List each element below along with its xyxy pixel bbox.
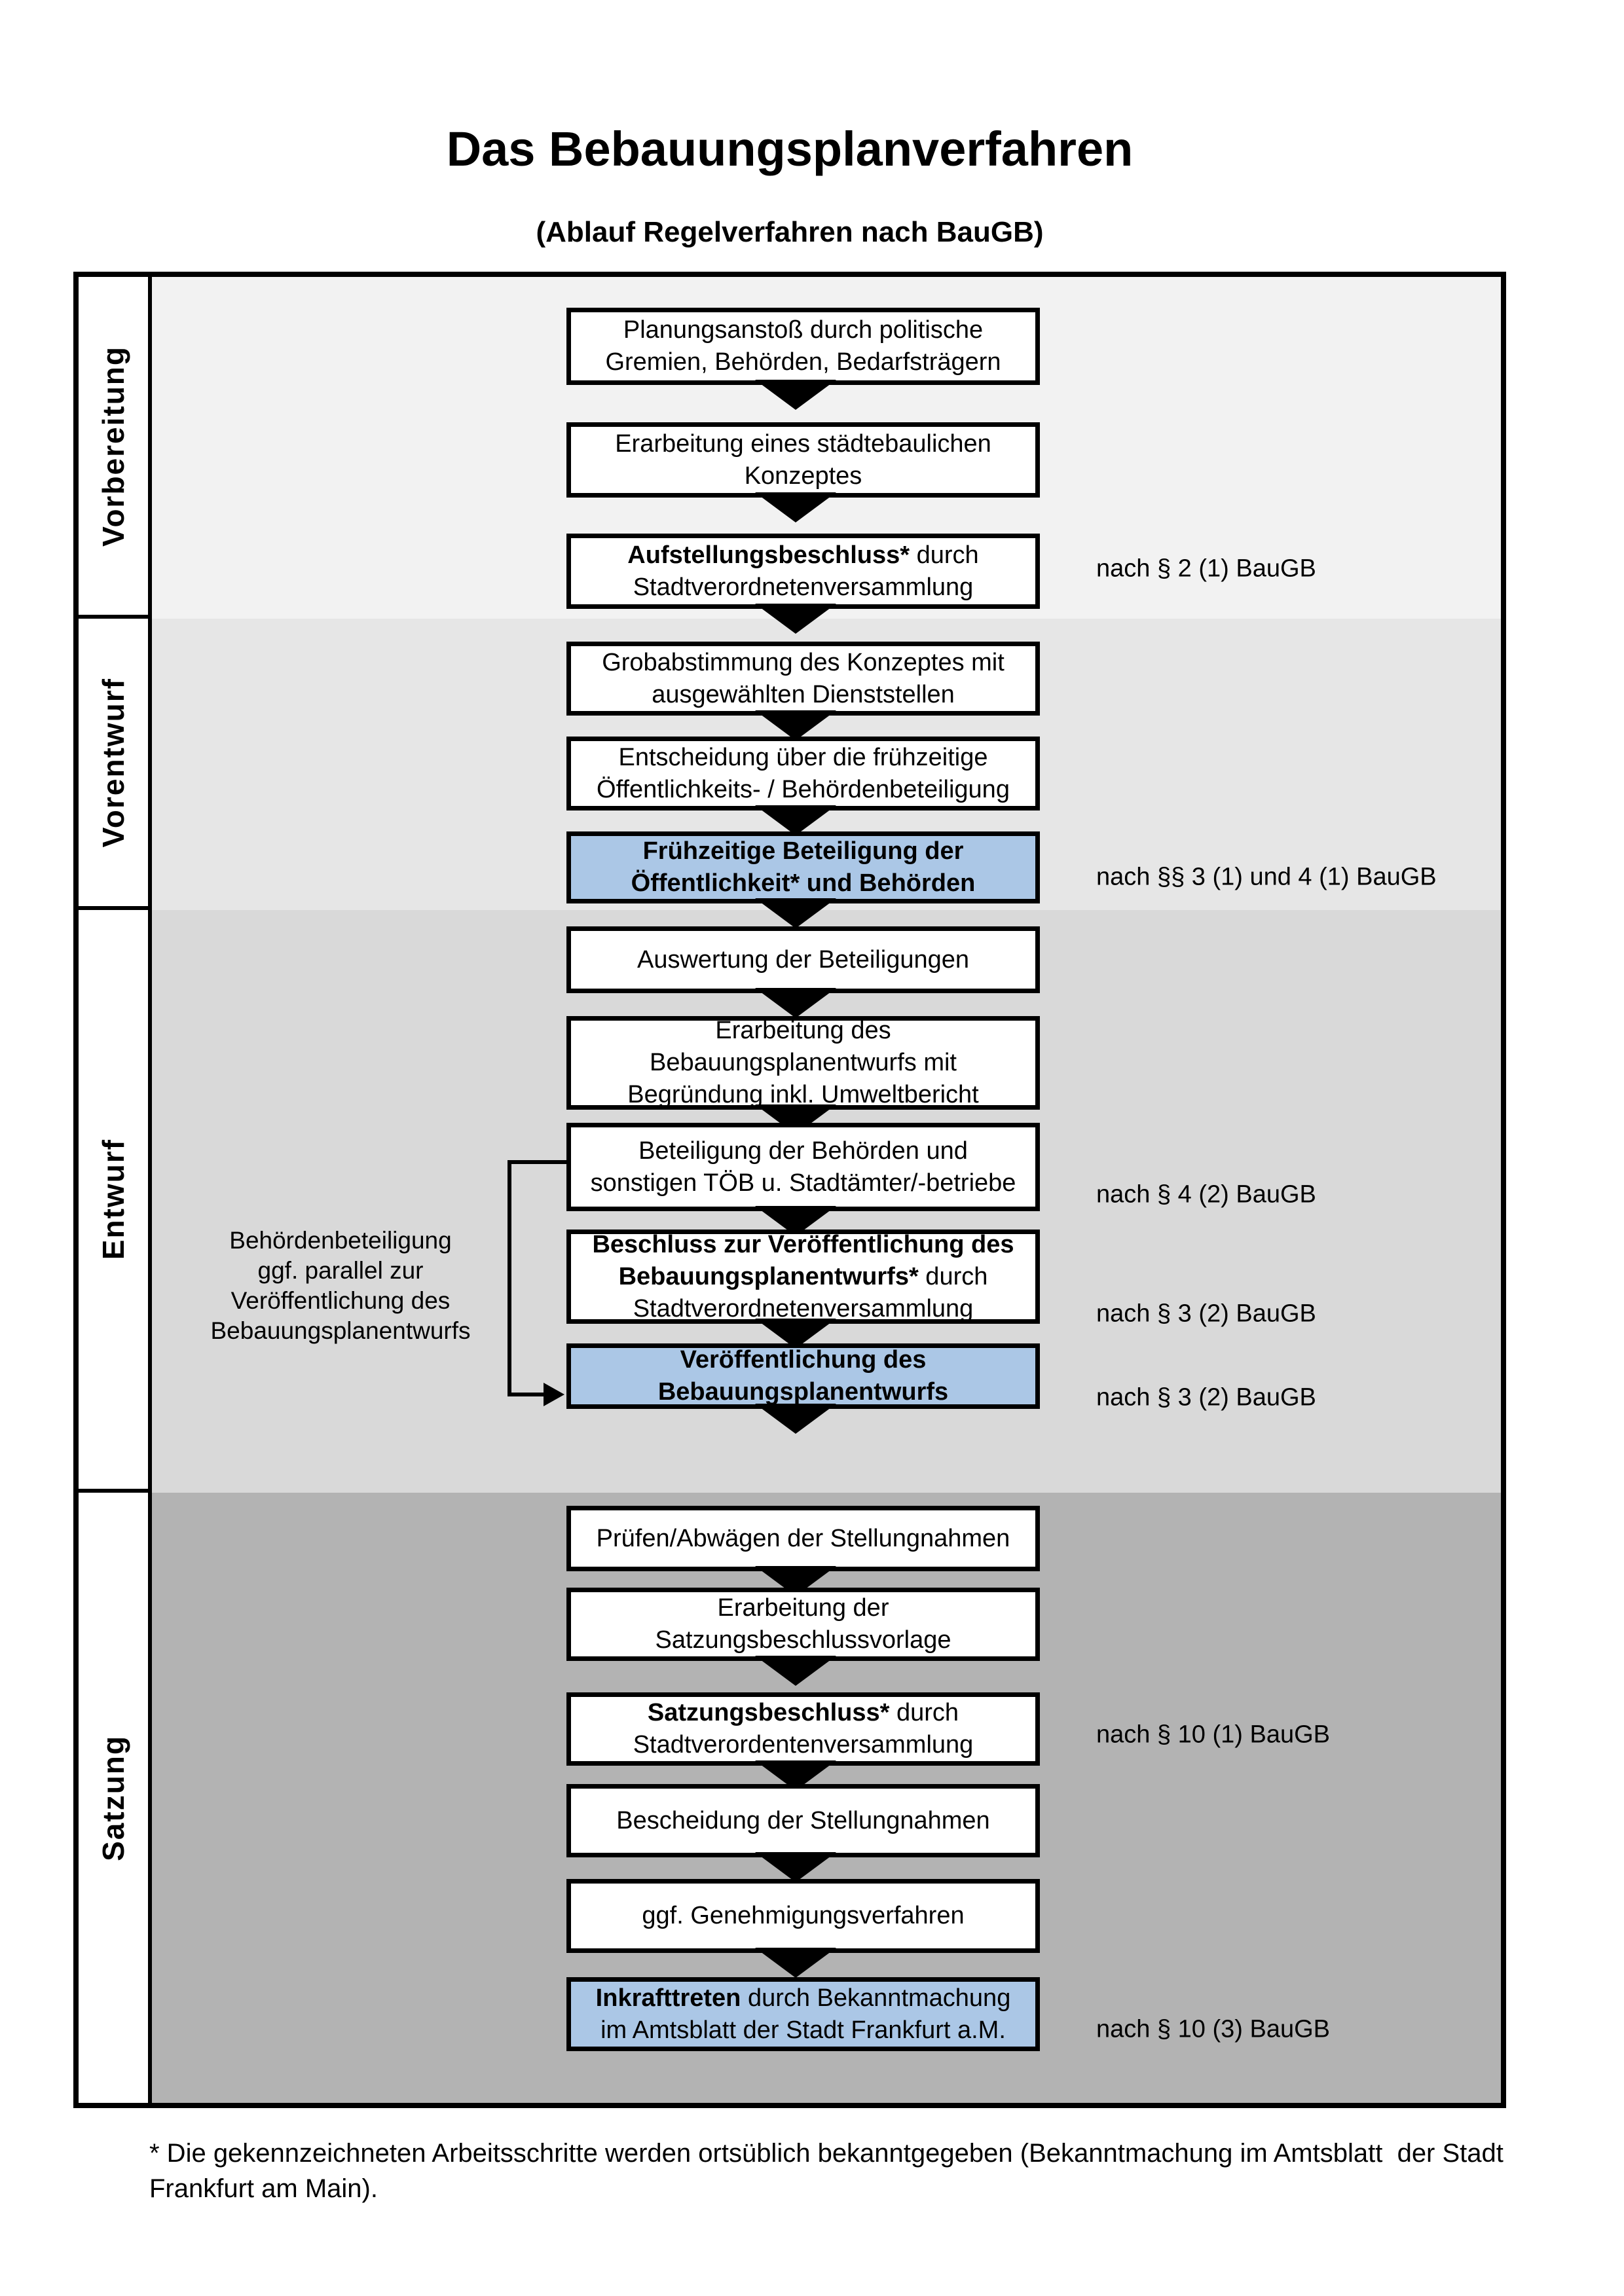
step-beschluss-veroeffentlichung: Beschluss zur Veröffentlichung des Bebau… (566, 1230, 1040, 1324)
step-text: Beteiligung der Behörden und sonstigen T… (590, 1137, 1016, 1197)
step-fruehzeitige-beteiligung: Frühzeitige Beteiligung der Öffentlichke… (566, 831, 1040, 903)
flowchart-frame: Vorbereitung Vorentwurf Entwurf Satzung (73, 272, 1506, 2108)
arrow-right-icon (544, 1383, 564, 1406)
step-text-bold: Inkrafttreten (595, 1984, 741, 2012)
legal-ref-beschluss-veroeffentlichung: nach § 3 (2) BauGB (1096, 1300, 1316, 1328)
parallel-connector-top-line (507, 1160, 566, 1164)
step-text: Entscheidung über die frühzeitige Öffent… (597, 743, 1010, 803)
step-erarbeitung-bebauungsplanentwurf: Erarbeitung des Bebauungsplanentwurfs mi… (566, 1016, 1040, 1110)
step-auswertung-beteiligungen: Auswertung der Beteiligungen (566, 926, 1040, 993)
step-bescheidung-stellungnahmen: Bescheidung der Stellungnahmen (566, 1784, 1040, 1857)
step-text-bold: Aufstellungsbeschluss* (627, 541, 910, 569)
step-text-bold: Satzungsbeschluss* (647, 1699, 890, 1726)
step-text: Prüfen/Abwägen der Stellungnahmen (596, 1524, 1010, 1552)
step-beteiligung-behoerden-toeb: Beteiligung der Behörden und sonstigen T… (566, 1123, 1040, 1211)
step-text: durch Bekanntmachung im Amtsblatt der St… (600, 1984, 1011, 2044)
step-text: Erarbeitung der Satzungsbeschlussvorlage (655, 1594, 951, 1654)
phase-label-column: Vorbereitung Vorentwurf Entwurf Satzung (79, 277, 152, 2103)
parallel-connector-vertical-line (507, 1160, 511, 1396)
arrow-down-icon (755, 604, 836, 634)
step-text-bold: Frühzeitige Beteiligung der Öffentlichke… (631, 837, 976, 897)
phase-label-satzung: Satzung (79, 1493, 148, 2103)
legal-ref-veroeffentlichung: nach § 3 (2) BauGB (1096, 1383, 1316, 1412)
arrow-down-icon (755, 988, 836, 1018)
arrow-down-icon (755, 1656, 836, 1686)
step-text-bold: Veröffentlichung des Bebauungsplanentwur… (657, 1346, 949, 1406)
legal-ref-satzungsbeschluss: nach § 10 (1) BauGB (1096, 1721, 1330, 1749)
step-text: ggf. Genehmigungsverfahren (642, 1902, 965, 1929)
step-text: Erarbeitung des Bebauungsplanentwurfs mi… (627, 1017, 979, 1108)
step-entscheidung-fruehzeitige-beteiligung: Entscheidung über die frühzeitige Öffent… (566, 737, 1040, 811)
step-text: durch Stadtverordnetenversammlung (633, 1262, 988, 1322)
parallel-annotation: Behördenbeteiligung ggf. parallel zur Ve… (210, 1227, 471, 1344)
arrow-down-icon (755, 1852, 836, 1882)
step-genehmigungsverfahren: ggf. Genehmigungsverfahren (566, 1879, 1040, 1953)
step-veroeffentlichung-bebauungsplanentwurf: Veröffentlichung des Bebauungsplanentwur… (566, 1343, 1040, 1409)
step-aufstellungsbeschluss: Aufstellungsbeschluss* durch Stadtverord… (566, 534, 1040, 609)
step-text: durch Stadtverordnetenversammlung (633, 541, 979, 601)
arrow-down-icon (755, 710, 836, 740)
legal-ref-inkrafttreten: nach § 10 (3) BauGB (1096, 2015, 1330, 2043)
step-inkrafttreten: Inkrafttreten durch Bekanntmachung im Am… (566, 1977, 1040, 2051)
phase-label-entwurf: Entwurf (79, 910, 148, 1493)
legal-ref-aufstellungsbeschluss: nach § 2 (1) BauGB (1096, 555, 1316, 583)
arrow-down-icon (755, 805, 836, 835)
step-grobabstimmung: Grobabstimmung des Konzeptes mit ausgewä… (566, 642, 1040, 716)
step-pruefen-abwaegen-stellungnahmen: Prüfen/Abwägen der Stellungnahmen (566, 1506, 1040, 1571)
step-text: durch Stadtverordentenversammlung (633, 1699, 974, 1758)
step-planungsanstoss: Planungsanstoß durch politische Gremien,… (566, 308, 1040, 385)
page-subtitle: (Ablauf Regelverfahren nach BauGB) (536, 216, 1044, 248)
arrow-down-icon (755, 1948, 836, 1978)
step-text: Grobabstimmung des Konzeptes mit ausgewä… (602, 648, 1005, 708)
step-text-bold: Beschluss zur Veröffentlichung des Bebau… (592, 1230, 1014, 1290)
legal-ref-fruehzeitige-beteiligung: nach §§ 3 (1) und 4 (1) BauGB (1096, 863, 1437, 891)
step-text: Erarbeitung eines städtebaulichen Konzep… (615, 429, 991, 490)
page-title: Das Bebauungsplanverfahren (446, 122, 1134, 176)
step-erarbeitung-satzungsbeschlussvorlage: Erarbeitung der Satzungsbeschlussvorlage (566, 1588, 1040, 1661)
parallel-connector-bottom-line (507, 1393, 548, 1396)
arrow-down-icon (755, 380, 836, 410)
phase-label-vorentwurf: Vorentwurf (79, 619, 148, 910)
arrow-down-icon (755, 898, 836, 928)
step-text: Bescheidung der Stellungnahmen (616, 1806, 990, 1834)
arrow-down-icon (755, 1404, 836, 1434)
step-text: Planungsanstoß durch politische Gremien,… (605, 316, 1001, 376)
legal-ref-behoerdenbeteiligung: nach § 4 (2) BauGB (1096, 1180, 1316, 1209)
step-staedtebauliches-konzept: Erarbeitung eines städtebaulichen Konzep… (566, 422, 1040, 498)
arrow-down-icon (755, 492, 836, 522)
step-satzungsbeschluss: Satzungsbeschluss* durch Stadtverordente… (566, 1692, 1040, 1766)
phase-label-vorbereitung: Vorbereitung (79, 277, 148, 619)
footnote: * Die gekennzeichneten Arbeitsschritte w… (149, 2139, 1504, 2203)
step-text: Auswertung der Beteiligungen (637, 945, 969, 974)
